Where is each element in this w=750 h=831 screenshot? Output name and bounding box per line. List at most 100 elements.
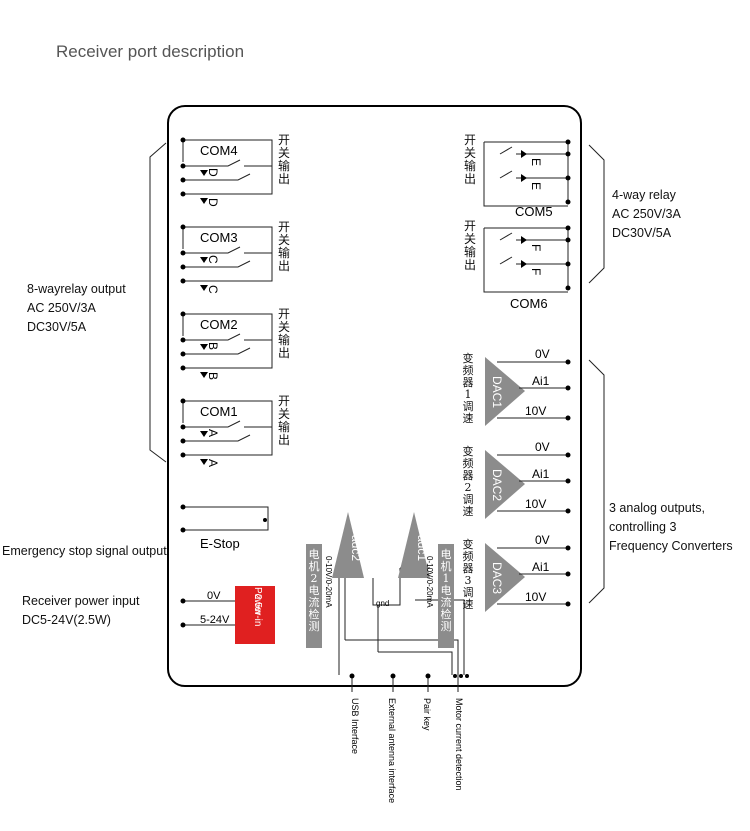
svg-text:调: 调 [463, 586, 474, 599]
pair-key-label: Pair key [422, 698, 432, 731]
dac-pin-ai1: Ai1 [532, 467, 550, 481]
svg-text:变: 变 [463, 351, 474, 365]
com-label: COM3 [200, 230, 238, 245]
adc-range: 0-10V/0-20mA [425, 556, 434, 608]
svg-text:开: 开 [464, 133, 476, 147]
relay4-title: 4-way relay [612, 188, 676, 202]
svg-text:1: 1 [443, 572, 450, 585]
dac-pin-0v: 0V [535, 347, 550, 361]
dac-pin-ai1: Ai1 [532, 374, 550, 388]
analog-brace [588, 359, 605, 604]
relay-letter: B [206, 372, 220, 380]
svg-text:输: 输 [278, 419, 290, 434]
svg-text:关: 关 [278, 146, 290, 160]
relay4-dc: DC30V/5A [612, 226, 672, 240]
dac-pin-10v: 10V [525, 404, 546, 418]
svg-text:器: 器 [463, 376, 474, 389]
svg-text:流: 流 [309, 595, 320, 609]
svg-text:电: 电 [309, 548, 320, 561]
dac-name: DAC2 [490, 469, 504, 501]
dac-name: DAC1 [490, 376, 504, 408]
relay-letter: C [206, 255, 220, 264]
relay8-title: 8-wayrelay output [27, 282, 126, 296]
adc-range: 0-10V/0-20mA [324, 556, 333, 608]
power-0v: 0V [207, 590, 221, 602]
relay4-ac: AC 250V/3A [612, 207, 681, 221]
svg-text:输: 输 [464, 158, 476, 173]
gnd-label: gnd [376, 599, 389, 608]
analog-line3: Frequency Converters [609, 539, 733, 553]
dac-pin-ai1: Ai1 [532, 560, 550, 574]
relay-letter: D [206, 168, 220, 177]
power-badge [235, 586, 275, 644]
svg-text:出: 出 [464, 172, 476, 186]
svg-text:输: 输 [278, 158, 290, 173]
power-wire [183, 600, 235, 626]
svg-text:流: 流 [441, 595, 452, 609]
svg-text:机: 机 [309, 559, 320, 573]
svg-text:出: 出 [464, 258, 476, 272]
page-title: Receiver port description [56, 42, 245, 61]
relay-letter: C [206, 285, 220, 294]
relay-letter: F [529, 268, 543, 275]
svg-text:检: 检 [441, 607, 452, 621]
adc-name: adc1 [415, 535, 429, 561]
svg-text:关: 关 [278, 233, 290, 247]
svg-text:关: 关 [464, 146, 476, 160]
svg-text:速: 速 [463, 412, 474, 425]
power-badge-line2: 2.5w [252, 594, 263, 616]
svg-text:电: 电 [441, 584, 452, 597]
dac-pin-0v: 0V [535, 533, 550, 547]
dac-pin-10v: 10V [525, 590, 546, 604]
motor-current-label: Motor current detection [454, 698, 464, 791]
svg-text:开: 开 [464, 219, 476, 233]
analog-label: 3 analog outputs, controlling 3 Frequenc… [609, 499, 733, 556]
svg-text:变: 变 [463, 537, 474, 551]
svg-text:关: 关 [278, 320, 290, 334]
svg-text:频: 频 [463, 456, 474, 470]
adc-name: adc2 [349, 535, 363, 561]
svg-text:出: 出 [278, 346, 290, 360]
svg-text:1: 1 [465, 388, 472, 401]
estop-text: E-Stop [200, 536, 240, 551]
dac-name: DAC3 [490, 562, 504, 594]
svg-text:调: 调 [463, 493, 474, 506]
svg-text:器: 器 [463, 562, 474, 575]
svg-text:开: 开 [278, 394, 290, 408]
com-label: COM6 [510, 296, 548, 311]
relay-letter: E [529, 158, 543, 166]
svg-text:测: 测 [309, 620, 320, 633]
svg-text:开: 开 [278, 133, 290, 147]
relay-letter: F [529, 244, 543, 251]
relay-letter: B [206, 342, 220, 350]
svg-text:输: 输 [464, 244, 476, 259]
analog-title: 3 analog outputs, [609, 501, 705, 515]
relay8-ac: AC 250V/3A [27, 301, 96, 315]
power-5-24v: 5-24V [200, 614, 230, 626]
svg-text:电: 电 [309, 584, 320, 597]
svg-text:电: 电 [441, 548, 452, 561]
power-label: Receiver power input DC5-24V(2.5W) [22, 592, 139, 630]
svg-text:速: 速 [463, 505, 474, 518]
svg-text:器: 器 [463, 469, 474, 482]
estop-wire [183, 506, 269, 531]
